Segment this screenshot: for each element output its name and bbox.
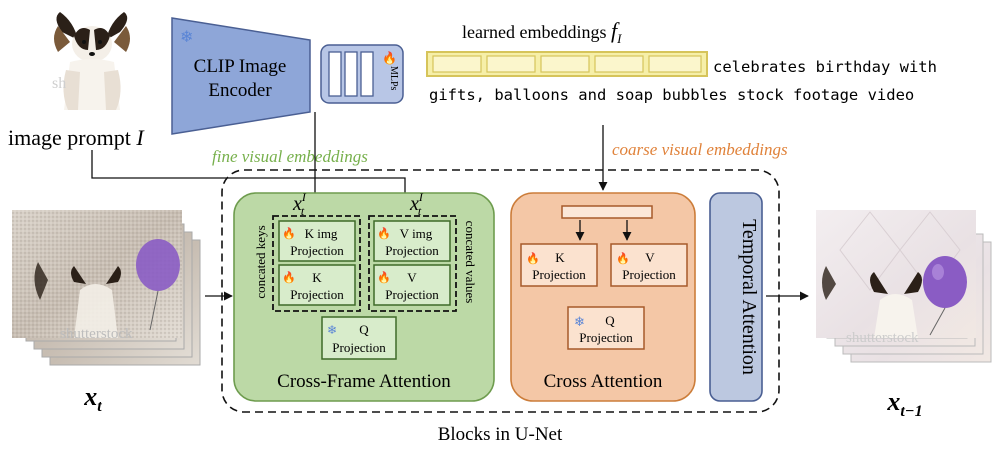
concated-values-label: concated values [463,221,478,304]
svg-text:❄: ❄ [180,29,193,46]
cross-attention-block: Cross Attention 🔥 K Projection 🔥 V Proje… [510,192,696,402]
image-prompt-photo: sh [45,10,140,120]
k-projection-cross: 🔥 K Projection [520,243,598,287]
concated-keys-label: concated keys [253,225,268,298]
flame-icon: 🔥 [377,227,391,240]
learned-embeddings-bar [426,51,708,77]
k-img-projection: 🔥 K img Projection [278,220,356,262]
v-projection: 🔥 V Projection [373,264,451,306]
flame-icon: 🔥 [282,227,296,240]
flame-icon: 🔥 [282,271,296,284]
x-t-minus-1-label: xt−1 [886,387,922,420]
fine-visual-embeddings-label: fine visual embeddings [212,147,368,166]
input-noisy-frames: shutterstock [12,210,201,366]
temporal-attention-label: Temporal Attention [738,219,760,375]
svg-text:K: K [312,270,322,285]
clip-label-line1: CLIP Image [194,56,287,77]
mlps-block: 🔥 MLPs [320,44,404,104]
svg-text:Projection: Projection [385,243,439,258]
svg-text:V: V [645,250,655,265]
v-projection-cross: 🔥 V Projection [610,243,688,287]
svg-text:Projection: Projection [622,267,676,282]
svg-text:V: V [407,270,417,285]
svg-text:Projection: Projection [385,287,439,302]
flame-icon: 🔥 [377,271,391,284]
output-frame-watermark: shutterstock [846,330,919,346]
temporal-attention-block: Temporal Attention [709,192,763,402]
svg-text:Q: Q [605,313,615,328]
caption-line2: gifts, balloons and soap bubbles stock f… [429,86,914,104]
snowflake-icon: ❄ [574,314,585,329]
unet-blocks-label: Blocks in U-Net [438,424,563,445]
output-denoised-frames: shutterstock [816,210,992,363]
svg-text:Projection: Projection [332,340,386,355]
svg-text:K: K [555,250,565,265]
caption-line1: celebrates birthday with [713,58,937,76]
q-projection-frozen: ❄ Q Projection [321,316,397,360]
coarse-visual-embeddings-label: coarse visual embeddings [612,140,788,159]
snowflake-icon: ❄ [327,323,337,337]
snowflake-icon: ❄ [180,29,193,46]
concated-keys-group [272,215,361,312]
concated-values-group [368,215,457,312]
flame-icon: 🔥 [382,51,397,65]
svg-text:Q: Q [359,322,369,337]
flame-icon: 🔥 [526,252,540,265]
learned-embeddings-label: learned embeddings fI [462,18,622,46]
q-projection-cross-frozen: ❄ Q Projection [567,306,645,350]
svg-text:Projection: Projection [532,267,586,282]
image-watermark: sh [52,75,66,92]
mlps-label: MLPs [388,66,399,91]
clip-label-line2: Encoder [208,80,272,101]
svg-text:Projection: Projection [290,287,344,302]
k-projection: 🔥 K Projection [278,264,356,306]
cross-attention-title: Cross Attention [544,371,663,392]
svg-text:Projection: Projection [290,243,344,258]
coarse-embedding-bar [561,205,653,219]
input-frame-watermark: shutterstock [60,326,133,342]
cross-frame-attention-title: Cross-Frame Attention [277,371,451,392]
svg-text:V img: V img [400,226,433,241]
x-t-label: xt [83,382,102,415]
image-prompt-label: image prompt I [8,125,145,150]
svg-text:Projection: Projection [579,330,633,345]
clip-image-encoder: ❄ CLIP Image Encoder [171,17,311,135]
svg-text:🔥: 🔥 [382,51,397,65]
v-img-projection: 🔥 V img Projection [373,220,451,262]
flame-icon: 🔥 [616,252,630,265]
svg-text:K img: K img [305,226,338,241]
